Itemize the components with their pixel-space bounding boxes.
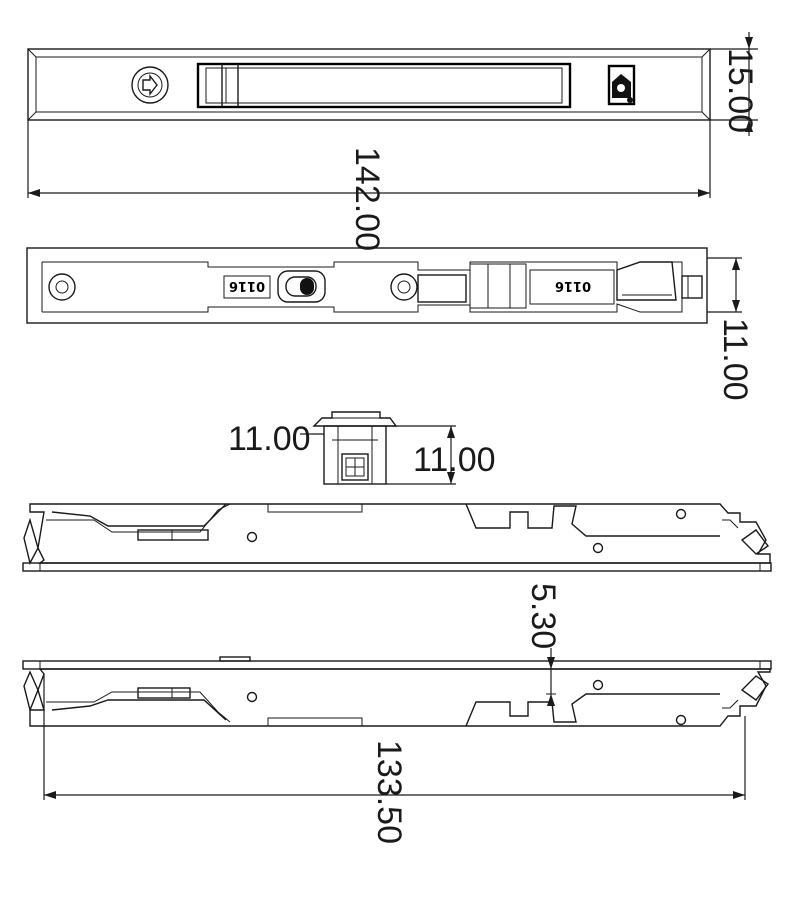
part-mark-right: 0116 [555, 278, 591, 293]
slider-handle [196, 62, 572, 109]
side-profile-upper [22, 503, 772, 572]
dim-body-length: 133.50 [370, 740, 408, 844]
lock-symbol-icon [607, 64, 636, 106]
dim-overall-length: 142.00 [348, 147, 386, 251]
dim-bolt-width: 11.00 [228, 420, 311, 458]
dim-offset: 5.30 [524, 583, 562, 649]
side-profile-lower [22, 648, 772, 800]
dim-front-height: 15.00 [721, 48, 759, 133]
part-mark-left: 0116 [229, 278, 265, 293]
dim-side-height: 11.00 [716, 318, 754, 401]
mechanism-view: 0116 0116 [26, 247, 742, 324]
bolt-detail [300, 411, 456, 485]
front-view [27, 32, 758, 198]
unlock-symbol-icon [131, 66, 169, 104]
dim-bolt-height: 11.00 [413, 441, 496, 479]
